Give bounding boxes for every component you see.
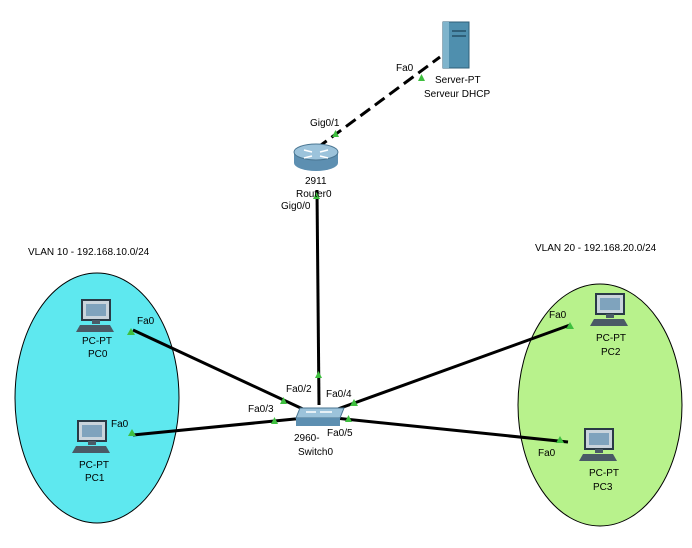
- pc-icon: [72, 420, 110, 453]
- pc0-type-label: PC-PT: [82, 336, 112, 347]
- link-router-switch[interactable]: [315, 189, 321, 406]
- marker-pc2-fa0: [566, 322, 574, 329]
- marker-switch-fa02: [315, 371, 322, 378]
- pc3[interactable]: PC-PT PC3: [579, 428, 619, 493]
- switch-name-label: Switch0: [298, 447, 333, 458]
- server-type-label: Server-PT: [435, 75, 481, 86]
- pc-icon: [590, 293, 628, 326]
- marker-pc3-fa0: [556, 436, 564, 443]
- marker-server-fa0: [418, 74, 425, 81]
- pc-icon: [579, 428, 617, 461]
- router0[interactable]: 2911 Router0: [293, 143, 339, 200]
- switch-icon: [295, 407, 345, 426]
- pc0-name-label: PC0: [88, 349, 108, 360]
- vlan10-label: VLAN 10 - 192.168.10.0/24: [28, 247, 150, 258]
- port-label-pc2-fa0: Fa0: [549, 310, 567, 321]
- port-label-pc3-fa0: Fa0: [538, 448, 556, 459]
- marker-switch-fa04: [350, 399, 358, 406]
- link-pc0-switch[interactable]: [132, 328, 306, 412]
- pc-icon: [76, 299, 114, 332]
- server-name-label: Serveur DHCP: [424, 89, 490, 100]
- port-label-switch-fa05: Fa0/5: [327, 428, 353, 439]
- server-dhcp[interactable]: Server-PT Serveur DHCP: [424, 21, 490, 100]
- vlan20-area: [517, 283, 683, 527]
- port-label-switch-fa02: Fa0/2: [286, 384, 312, 395]
- link-status-markers: [127, 74, 574, 443]
- link-pc2-switch[interactable]: [334, 323, 571, 412]
- pc1-type-label: PC-PT: [79, 460, 109, 471]
- port-label-pc1-fa0: Fa0: [111, 419, 129, 430]
- marker-pc1-fa0: [128, 429, 136, 436]
- port-label-pc0-fa0: Fa0: [137, 316, 155, 327]
- pc1-name-label: PC1: [85, 473, 105, 484]
- router-icon: [293, 143, 339, 171]
- link-pc3-switch[interactable]: [334, 416, 569, 444]
- marker-switch-fa03: [271, 417, 278, 424]
- router-name-label: Router0: [296, 189, 332, 200]
- pc3-name-label: PC3: [593, 482, 613, 493]
- pc2[interactable]: PC-PT PC2: [590, 293, 628, 358]
- port-label-switch-fa04: Fa0/4: [326, 389, 352, 400]
- port-label-switch-fa03: Fa0/3: [248, 404, 274, 415]
- port-label-server-fa0: Fa0: [396, 63, 414, 74]
- vlan10-area: [14, 272, 180, 524]
- vlan20-label: VLAN 20 - 192.168.20.0/24: [535, 243, 657, 254]
- marker-switch-fa05: [345, 415, 352, 422]
- marker-router-gig00: [313, 192, 320, 199]
- pc3-type-label: PC-PT: [589, 468, 619, 479]
- link-router-server[interactable]: [316, 55, 441, 150]
- pc1[interactable]: PC-PT PC1: [72, 420, 110, 484]
- marker-pc0-fa0: [127, 328, 135, 335]
- pc2-type-label: PC-PT: [596, 333, 626, 344]
- pc2-name-label: PC2: [601, 347, 621, 358]
- marker-router-gig01: [332, 130, 339, 137]
- port-label-router-gig00: Gig0/0: [281, 201, 311, 212]
- port-label-router-gig01: Gig0/1: [310, 118, 340, 129]
- pc0[interactable]: PC-PT PC0: [76, 299, 114, 360]
- switch-type-label: 2960-: [294, 433, 320, 444]
- router-type-label: 2911: [305, 176, 327, 187]
- marker-switch-fa03b: [280, 397, 287, 404]
- switch0[interactable]: 2960- Switch0: [294, 407, 345, 458]
- server-icon: [442, 21, 470, 69]
